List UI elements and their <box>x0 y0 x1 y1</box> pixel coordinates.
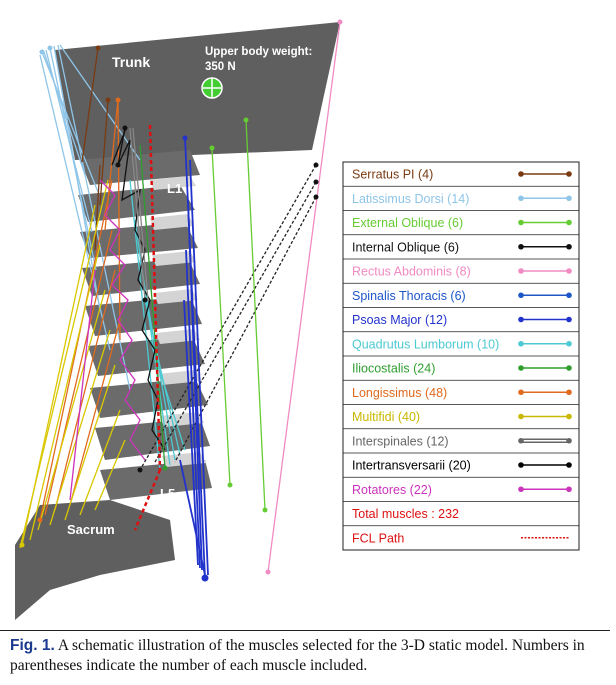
legend-swatch-dot <box>566 437 572 444</box>
caption-fig-label: Fig. 1. <box>10 637 55 654</box>
legend-item: FCL Path <box>343 525 579 545</box>
legend-label: FCL Path <box>352 531 404 545</box>
legend-swatch-dot <box>518 219 524 226</box>
legend-swatch-dot <box>518 316 524 323</box>
caption-divider <box>0 630 610 631</box>
legend-label: Spinalis Thoracis (6) <box>352 289 466 303</box>
legend: Serratus PI (4) Latissimus Dorsi (14) Exte… <box>342 161 580 551</box>
legend-item: Latissimus Dorsi (14) <box>343 185 579 206</box>
legend-swatch-dot <box>566 292 572 299</box>
legend-item: Rectus Abdominis (8) <box>343 258 579 279</box>
legend-item: Longissimus (48) <box>343 379 579 400</box>
legend-item: External Oblique (6) <box>343 210 579 230</box>
sacrum-label: Sacrum <box>67 522 115 537</box>
legend-item: Interspinales (12) <box>343 428 579 448</box>
legend-label: Latissimus Dorsi (14) <box>352 192 469 206</box>
legend-label: Multifidi (40) <box>352 410 420 424</box>
legend-swatch-dot <box>518 195 524 202</box>
l5-label: L5 <box>160 486 175 501</box>
legend-swatch-dot <box>566 243 572 250</box>
legend-swatch-dot <box>566 268 572 274</box>
legend-item: Internal Oblique (6) <box>343 234 579 254</box>
legend-swatch-dot <box>566 316 572 323</box>
legend-swatch-dot <box>518 462 524 468</box>
legend-swatch-dot <box>566 219 572 226</box>
legend-swatch-dot <box>566 195 572 202</box>
legend-label: Longissimus (48) <box>352 386 447 400</box>
intervertebral-discs <box>150 176 206 467</box>
legend-item: Iliocostalis (24) <box>343 355 579 376</box>
legend-swatch-dot <box>566 486 572 493</box>
legend-swatch-dot <box>566 171 572 177</box>
legend-swatch-dot <box>518 268 524 274</box>
legend-swatch-dot <box>518 365 524 371</box>
legend-item: Intertransversarii (20) <box>343 452 579 473</box>
trunk-label: Trunk <box>112 54 150 70</box>
legend-label: Quadrutus Lumborum (10) <box>352 337 499 351</box>
l1-label: L1 <box>167 181 182 196</box>
legend-swatch-dot <box>518 243 524 250</box>
legend-item: Serratus PI (4) <box>352 168 572 182</box>
legend-swatch-dot <box>566 462 572 468</box>
weight-label-line1: Upper body weight: <box>205 46 312 58</box>
legend-swatch-dot <box>566 413 572 420</box>
legend-item: Rotatores (22) <box>343 476 579 497</box>
legend-swatch-dot <box>518 486 524 493</box>
legend-swatch-dot <box>518 292 524 299</box>
legend-swatch-dot <box>518 340 524 347</box>
legend-swatch-dot <box>518 413 524 420</box>
legend-label: Psoas Major (12) <box>352 313 447 327</box>
legend-item: Multifidi (40) <box>343 404 579 424</box>
legend-swatch-dot <box>566 365 572 371</box>
legend-label: Total muscles : 232 <box>352 507 459 521</box>
legend-label: Interspinales (12) <box>352 434 449 448</box>
legend-item: Total muscles : 232 <box>343 501 579 521</box>
legend-swatch-dot <box>518 389 524 396</box>
legend-item: Spinalis Thoracis (6) <box>343 282 579 303</box>
legend-label: External Oblique (6) <box>352 216 463 230</box>
legend-swatch-dot <box>566 389 572 396</box>
figure-caption: Fig. 1. A schematic illustration of the … <box>10 636 610 676</box>
legend-label: Rectus Abdominis (8) <box>352 265 471 279</box>
legend-label: Iliocostalis (24) <box>352 362 435 376</box>
caption-text: A schematic illustration of the muscles … <box>10 637 585 674</box>
legend-item: Quadrutus Lumborum (10) <box>343 331 579 351</box>
weight-marker-icon <box>201 77 223 99</box>
legend-swatch-dot <box>518 171 524 177</box>
weight-label-line2: 350 N <box>205 61 236 73</box>
legend-label: Serratus PI (4) <box>352 168 433 182</box>
legend-swatch-dot <box>518 437 524 444</box>
muscle-endpoints <box>19 19 343 582</box>
legend-label: Rotatores (22) <box>352 483 432 497</box>
trunk-block <box>55 22 340 160</box>
muscle-lines <box>19 21 341 579</box>
legend-label: Internal Oblique (6) <box>352 240 459 254</box>
legend-item: Psoas Major (12) <box>343 307 579 327</box>
legend-label: Intertransversarii (20) <box>352 459 471 473</box>
legend-swatch-dot <box>566 340 572 347</box>
